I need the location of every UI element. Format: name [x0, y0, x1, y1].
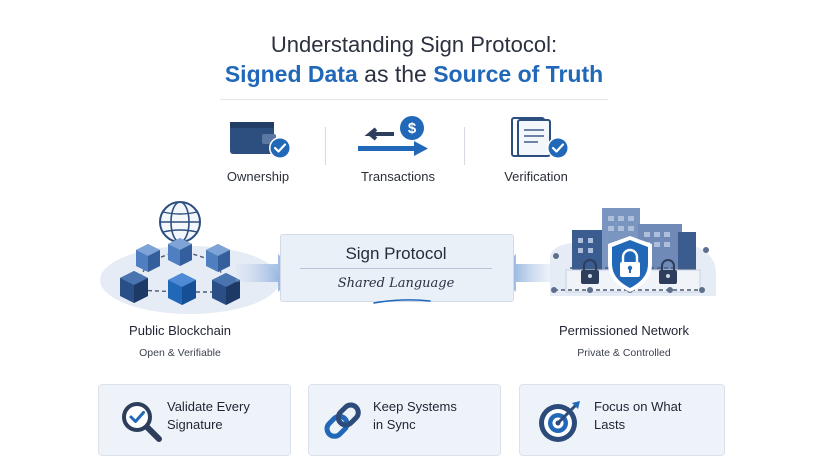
- sign-protocol-subtitle: Shared Language: [337, 276, 455, 291]
- card-line: in Sync: [373, 417, 416, 432]
- page-title: Understanding Sign Protocol:: [270, 32, 558, 57]
- wallet-check-icon: [178, 112, 338, 167]
- magnifier-check-icon: [119, 399, 163, 448]
- public-blockchain-subtitle: Open & Verifiable: [139, 347, 221, 359]
- card-line: Validate Every: [167, 399, 250, 414]
- concept-label-transactions: Transactions: [361, 169, 435, 184]
- dollar-exchange-arrows-icon: $: [318, 112, 478, 167]
- title-highlight-signed-data: Signed Data: [224, 61, 358, 87]
- underline-swoosh-icon: [372, 292, 432, 310]
- concept-label-ownership: Ownership: [226, 169, 290, 184]
- sign-protocol-title: Sign Protocol: [345, 244, 447, 263]
- card-line: Signature: [167, 417, 223, 432]
- target-arrow-icon: [536, 397, 584, 450]
- card-line: Lasts: [594, 417, 626, 432]
- card-keep-sync: Keep Systems in Sync: [308, 384, 501, 456]
- card-focus-lasts: Focus on What Lasts: [519, 384, 725, 456]
- permissioned-network-title: Permissioned Network: [558, 323, 690, 338]
- card-line: Keep Systems: [373, 399, 457, 414]
- svg-text:$: $: [408, 120, 417, 137]
- public-blockchain-title: Public Blockchain: [129, 323, 231, 338]
- card-validate-signature: Validate Every Signature: [98, 384, 291, 456]
- concept-label-verification: Verification: [504, 169, 568, 184]
- title-divider: [220, 99, 608, 100]
- globe-cube-network-icon: [100, 200, 300, 320]
- divider: [325, 127, 326, 165]
- permissioned-network-subtitle: Private & Controlled: [577, 347, 671, 359]
- document-check-icon: [456, 112, 616, 167]
- building-shield-lock-icon: [520, 204, 720, 321]
- chain-link-icon: [321, 399, 365, 448]
- title-highlight-source-of-truth: Source of Truth: [433, 61, 604, 87]
- panel-divider: [300, 268, 492, 269]
- page-subtitle: Signed Data as the Source of Truth: [0, 61, 828, 88]
- divider: [464, 127, 465, 165]
- title-connector: as the: [364, 61, 427, 87]
- card-line: Focus on What: [594, 399, 682, 414]
